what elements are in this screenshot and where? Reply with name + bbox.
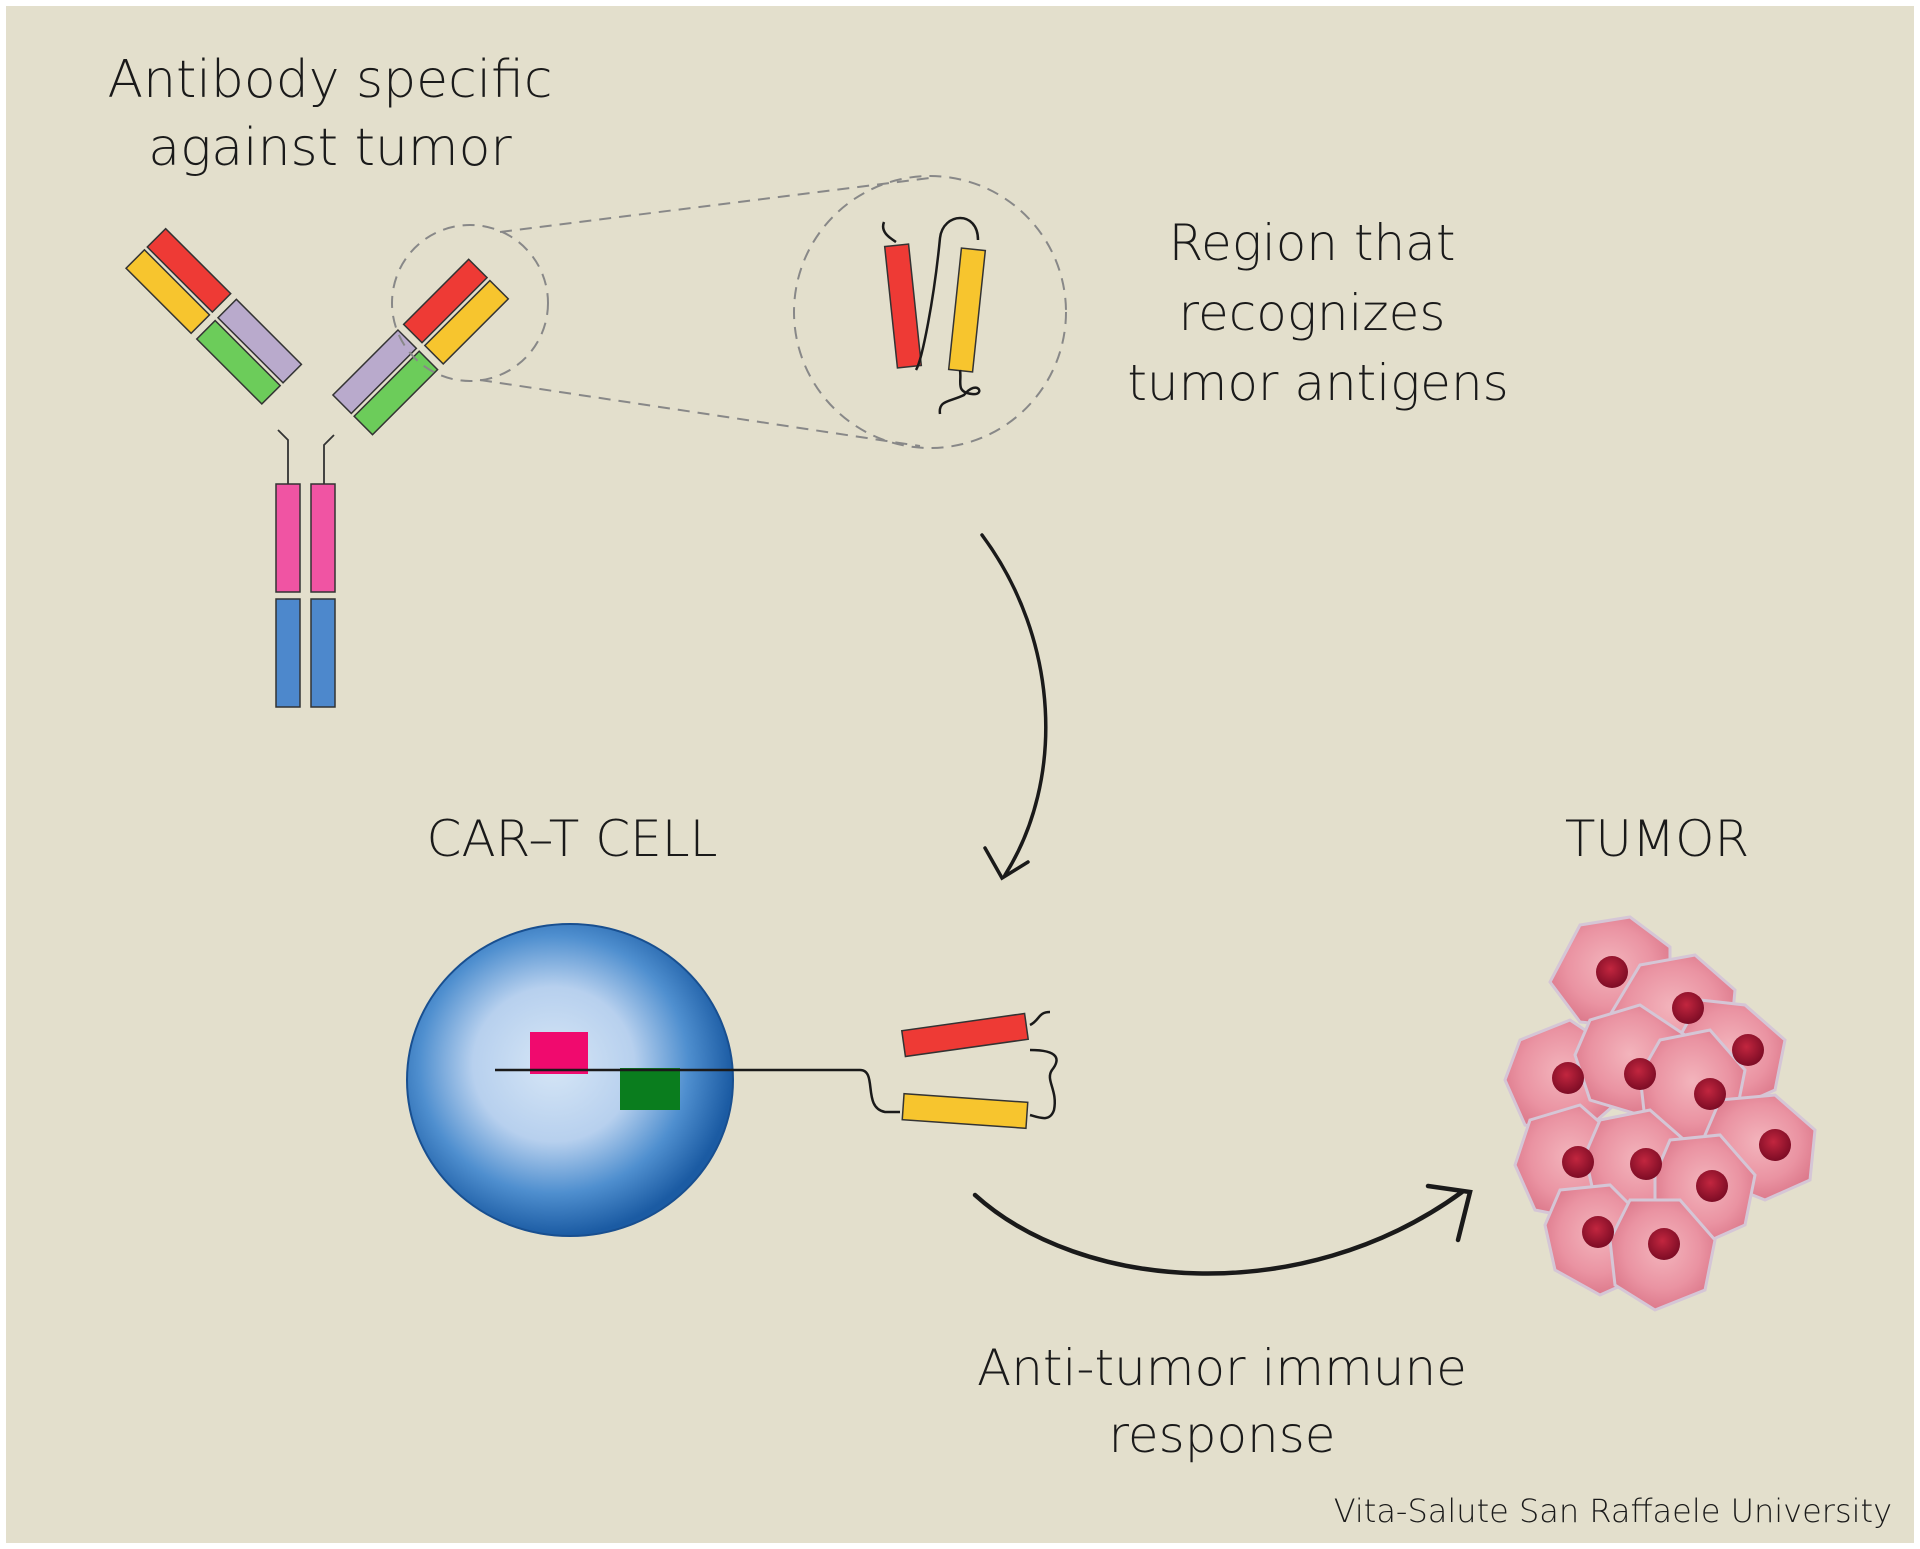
region-label-line1: Region that xyxy=(1169,214,1456,272)
credit-label: Vita-Salute San Raffaele University xyxy=(1334,1492,1892,1530)
arrow-down-icon xyxy=(980,533,1048,881)
region-label-line3: tumor antigens xyxy=(1127,354,1508,412)
antibody-title-line2: against tumor xyxy=(148,118,512,178)
antibody-title-line1: Antibody specific xyxy=(108,50,553,110)
magnify-circle-icon xyxy=(793,175,1067,449)
car-t-cell-icon xyxy=(406,923,1058,1237)
panel-background xyxy=(6,6,1914,1543)
antibody-icon xyxy=(124,227,510,708)
response-label-line2: response xyxy=(1108,1406,1335,1464)
zoom-indicator xyxy=(391,177,931,447)
arrow-right-icon xyxy=(972,1183,1473,1276)
car-t-cell-label: CAR–T CELL xyxy=(427,810,718,868)
tumor-label: TUMOR xyxy=(1565,810,1749,868)
region-label-line2: recognizes xyxy=(1179,284,1446,342)
response-label-line1: Anti-tumor immune xyxy=(977,1339,1467,1397)
tumor-cluster-icon xyxy=(1503,915,1817,1312)
